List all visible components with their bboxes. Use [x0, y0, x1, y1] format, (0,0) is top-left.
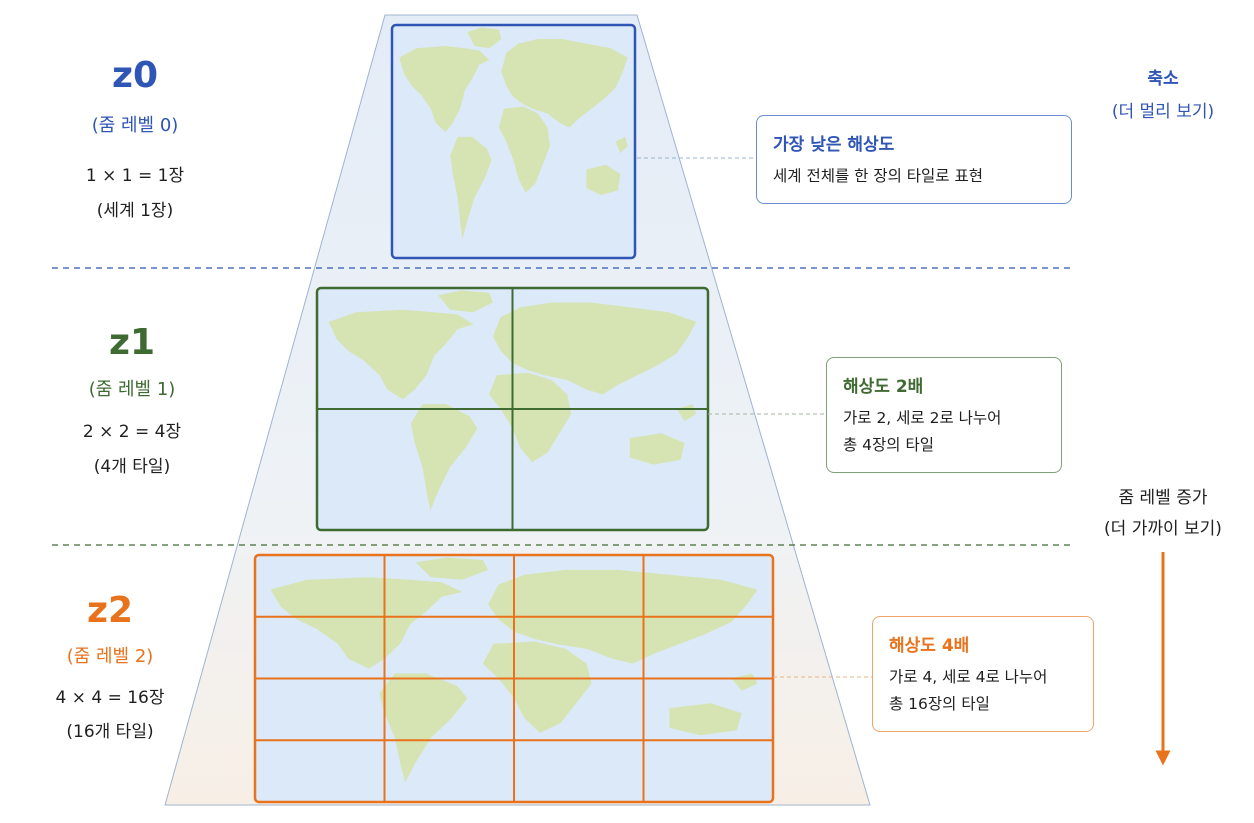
level-0-title: z0: [111, 55, 158, 96]
callout-z2-line-1: 가로 4, 세로 4로 나누어: [889, 668, 1048, 686]
level-0-note: (세계 1장): [96, 201, 174, 221]
callout-z1-line-2: 총 4장의 타일: [843, 436, 935, 454]
axis-zoom-in-sub: (더 가까이 보기): [1104, 519, 1222, 539]
callout-z0-title: 가장 낮은 해상도: [773, 135, 895, 155]
axis-zoom-out-sub: (더 멀리 보기): [1111, 102, 1215, 122]
level-2-equation: 4 × 4 = 16장: [55, 688, 165, 708]
map-tiles-z0: [390, 23, 637, 260]
axis-zoom-out-label: 축소: [1147, 69, 1179, 89]
callout-z1: 해상도 2배 가로 2, 세로 2로 나누어 총 4장의 타일: [826, 357, 1062, 473]
level-2-subtitle: (줌 레벨 2): [66, 646, 154, 667]
tile-frame-z1: [315, 286, 710, 532]
level-1-equation: 2 × 2 = 4장: [82, 422, 182, 442]
map-tiles-z2: [253, 553, 775, 804]
axis-zoom-in-label: 줌 레벨 증가: [1118, 488, 1208, 508]
callout-z2-title: 해상도 4배: [889, 636, 970, 656]
level-2-note: (16개 타일): [66, 722, 154, 742]
level-1-note: (4개 타일): [93, 457, 171, 477]
level-0-equation: 1 × 1 = 1장: [85, 166, 185, 186]
callout-z2: 해상도 4배 가로 4, 세로 4로 나누어 총 16장의 타일: [872, 616, 1094, 732]
map-tiles-z1: [315, 286, 710, 532]
tile-frame-z0: [390, 23, 637, 260]
callout-z0: 가장 낮은 해상도 세계 전체를 한 장의 타일로 표현: [756, 115, 1072, 204]
callout-z0-line-1: 세계 전체를 한 장의 타일로 표현: [773, 167, 984, 185]
level-2-title: z2: [86, 590, 133, 631]
level-0-subtitle: (줌 레벨 0): [91, 115, 179, 136]
callout-z1-line-1: 가로 2, 세로 2로 나누어: [843, 409, 1002, 427]
callout-z1-title: 해상도 2배: [843, 377, 924, 397]
callout-z2-line-2: 총 16장의 타일: [889, 695, 990, 713]
level-1-subtitle: (줌 레벨 1): [88, 379, 176, 400]
tile-frame-z2: [253, 553, 775, 804]
level-1-title: z1: [108, 322, 155, 363]
